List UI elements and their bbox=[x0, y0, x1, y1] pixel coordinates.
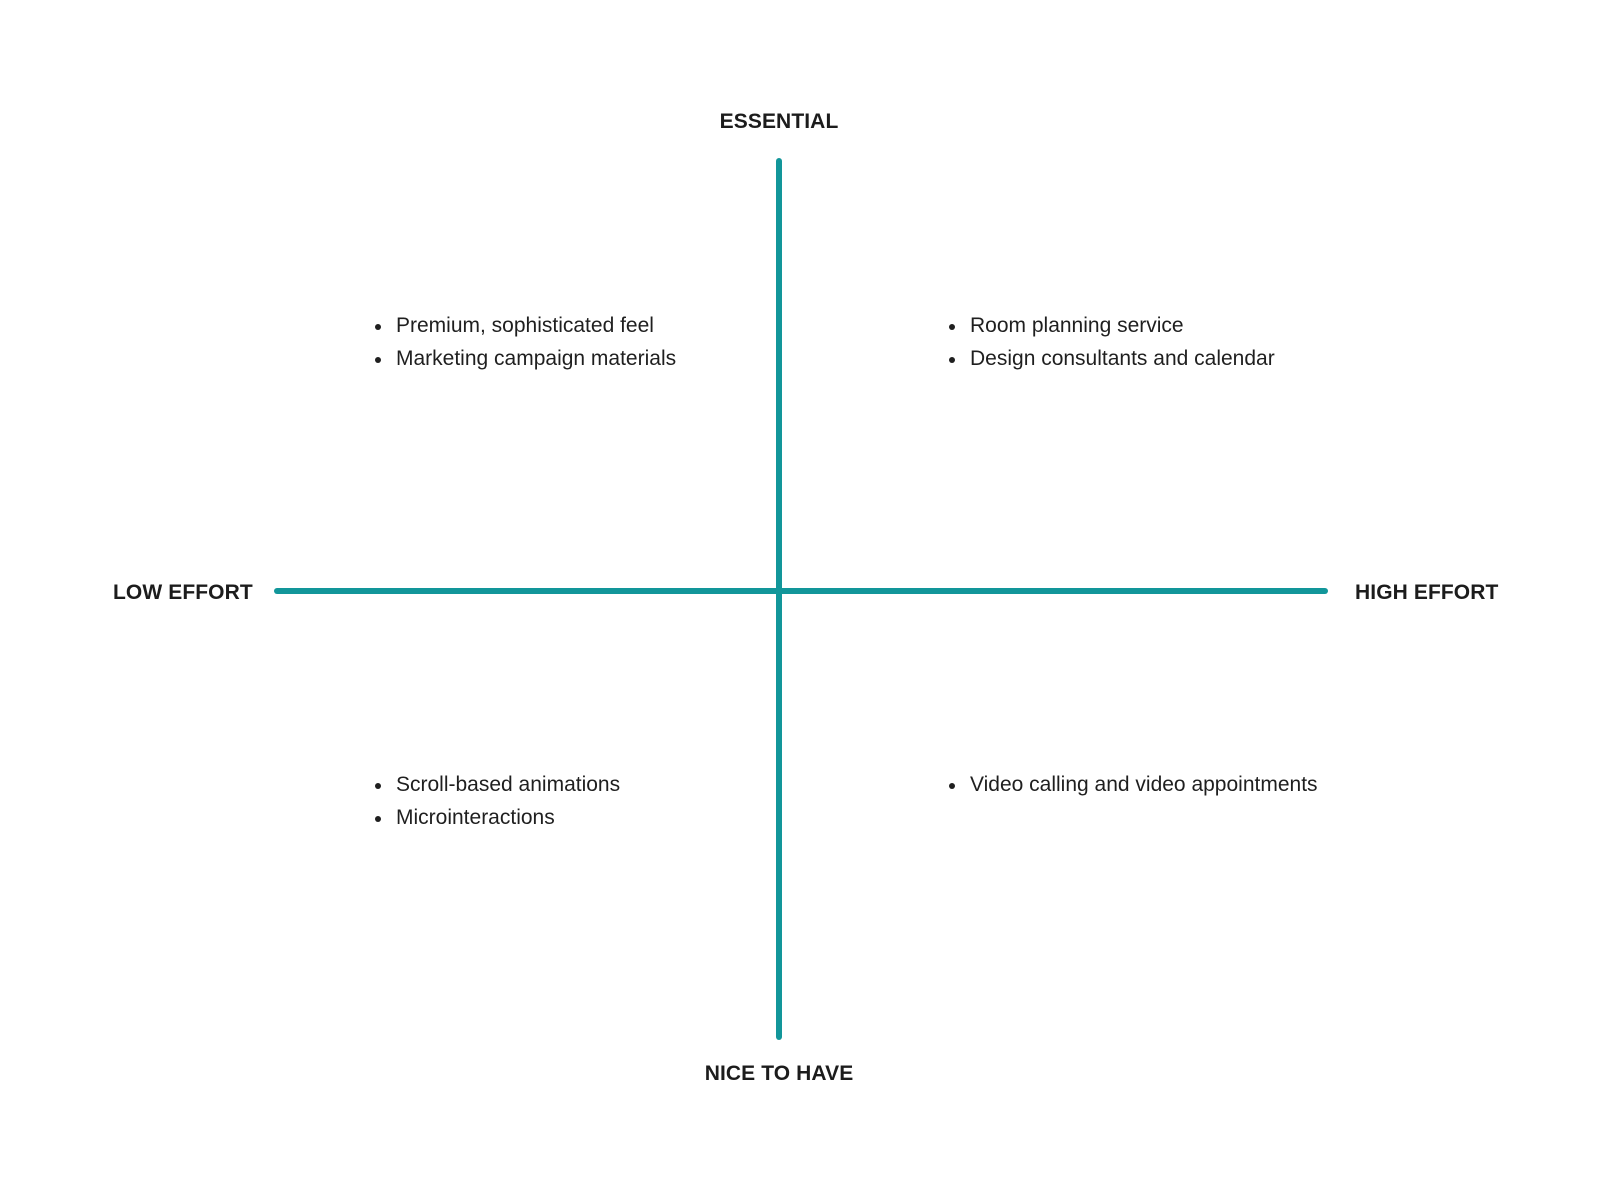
quadrant-nice-to-have-low-effort: Scroll-based animations Microinteraction… bbox=[375, 769, 620, 834]
list-item: Microinteractions bbox=[375, 802, 620, 835]
quadrant-essential-high-effort: Room planning service Design consultants… bbox=[949, 310, 1275, 375]
quadrant-essential-low-effort: Premium, sophisticated feel Marketing ca… bbox=[375, 310, 676, 375]
list-item: Marketing campaign materials bbox=[375, 343, 676, 376]
horizontal-axis bbox=[274, 588, 1328, 594]
list-item: Design consultants and calendar bbox=[949, 343, 1275, 376]
vertical-axis bbox=[776, 158, 782, 1040]
quadrant-nice-to-have-high-effort: Video calling and video appointments bbox=[949, 769, 1318, 802]
axis-label-essential: ESSENTIAL bbox=[719, 110, 839, 133]
list-item: Room planning service bbox=[949, 310, 1275, 343]
axis-label-nice-to-have: NICE TO HAVE bbox=[704, 1062, 854, 1085]
list-item: Scroll-based animations bbox=[375, 769, 620, 802]
list-item: Video calling and video appointments bbox=[949, 769, 1318, 802]
list-item: Premium, sophisticated feel bbox=[375, 310, 676, 343]
axis-label-low-effort: LOW EFFORT bbox=[113, 581, 253, 604]
axis-label-high-effort: HIGH EFFORT bbox=[1355, 581, 1499, 604]
